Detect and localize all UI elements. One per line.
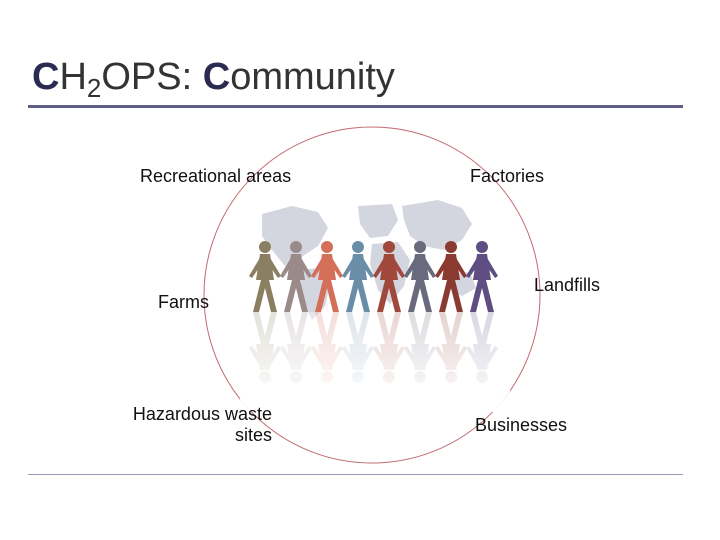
label-businesses: Businesses	[475, 415, 568, 435]
slide-title: CH2OPS: Community	[32, 56, 395, 104]
label-hazardous-waste-sites: Hazardous waste sites	[116, 404, 272, 446]
person-figure	[466, 241, 498, 312]
community-circle	[203, 126, 541, 464]
label-factories: Factories	[470, 166, 545, 186]
person-figure	[435, 241, 467, 312]
person-figure	[404, 241, 436, 312]
person-figure	[342, 241, 374, 312]
bottom-divider	[28, 474, 683, 475]
person-figure	[373, 241, 405, 312]
person-figure	[280, 241, 312, 312]
people-figures-group	[249, 241, 498, 312]
person-figure	[311, 241, 343, 312]
label-farms: Farms	[158, 292, 209, 312]
title-subscript: 2	[86, 73, 102, 103]
title-letter-c2: C	[202, 56, 231, 98]
reflection-fade	[240, 312, 510, 412]
label-hazardous-line2: sites	[234, 425, 272, 445]
label-recreational-areas: Recreational areas	[140, 166, 292, 186]
label-landfills: Landfills	[534, 275, 601, 295]
person-figure	[249, 241, 281, 312]
title-letter-c: C	[32, 56, 60, 98]
label-hazardous-line1: Hazardous waste	[132, 404, 272, 424]
title-underline	[28, 105, 683, 108]
title-h: H	[59, 56, 87, 98]
title-ops: OPS:	[101, 56, 203, 98]
title-rest: ommunity	[230, 56, 395, 98]
